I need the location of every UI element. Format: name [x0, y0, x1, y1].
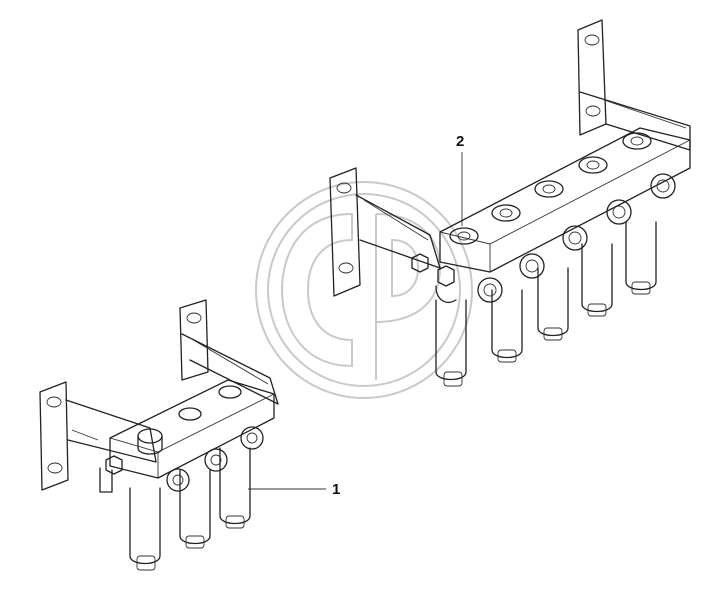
- callout-1-label: 1: [332, 481, 340, 498]
- callout-2-label: 2: [456, 133, 464, 150]
- valve-manifold-six-section: [329, 19, 691, 387]
- manifold-side-fittings: [477, 173, 676, 303]
- small-manifold-side-fittings: [166, 426, 264, 492]
- manifold-mounting-nuts: [411, 253, 457, 303]
- callout-2: 2: [456, 133, 464, 226]
- valve-manifold-three-section: [39, 299, 279, 571]
- small-manifold-valve-cylinders: [129, 447, 251, 571]
- manifold-top-ports: [449, 132, 652, 245]
- manifold-valve-cylinders: [435, 221, 657, 387]
- watermark-logo-icon: [255, 181, 473, 399]
- callout-1: 1: [248, 481, 340, 498]
